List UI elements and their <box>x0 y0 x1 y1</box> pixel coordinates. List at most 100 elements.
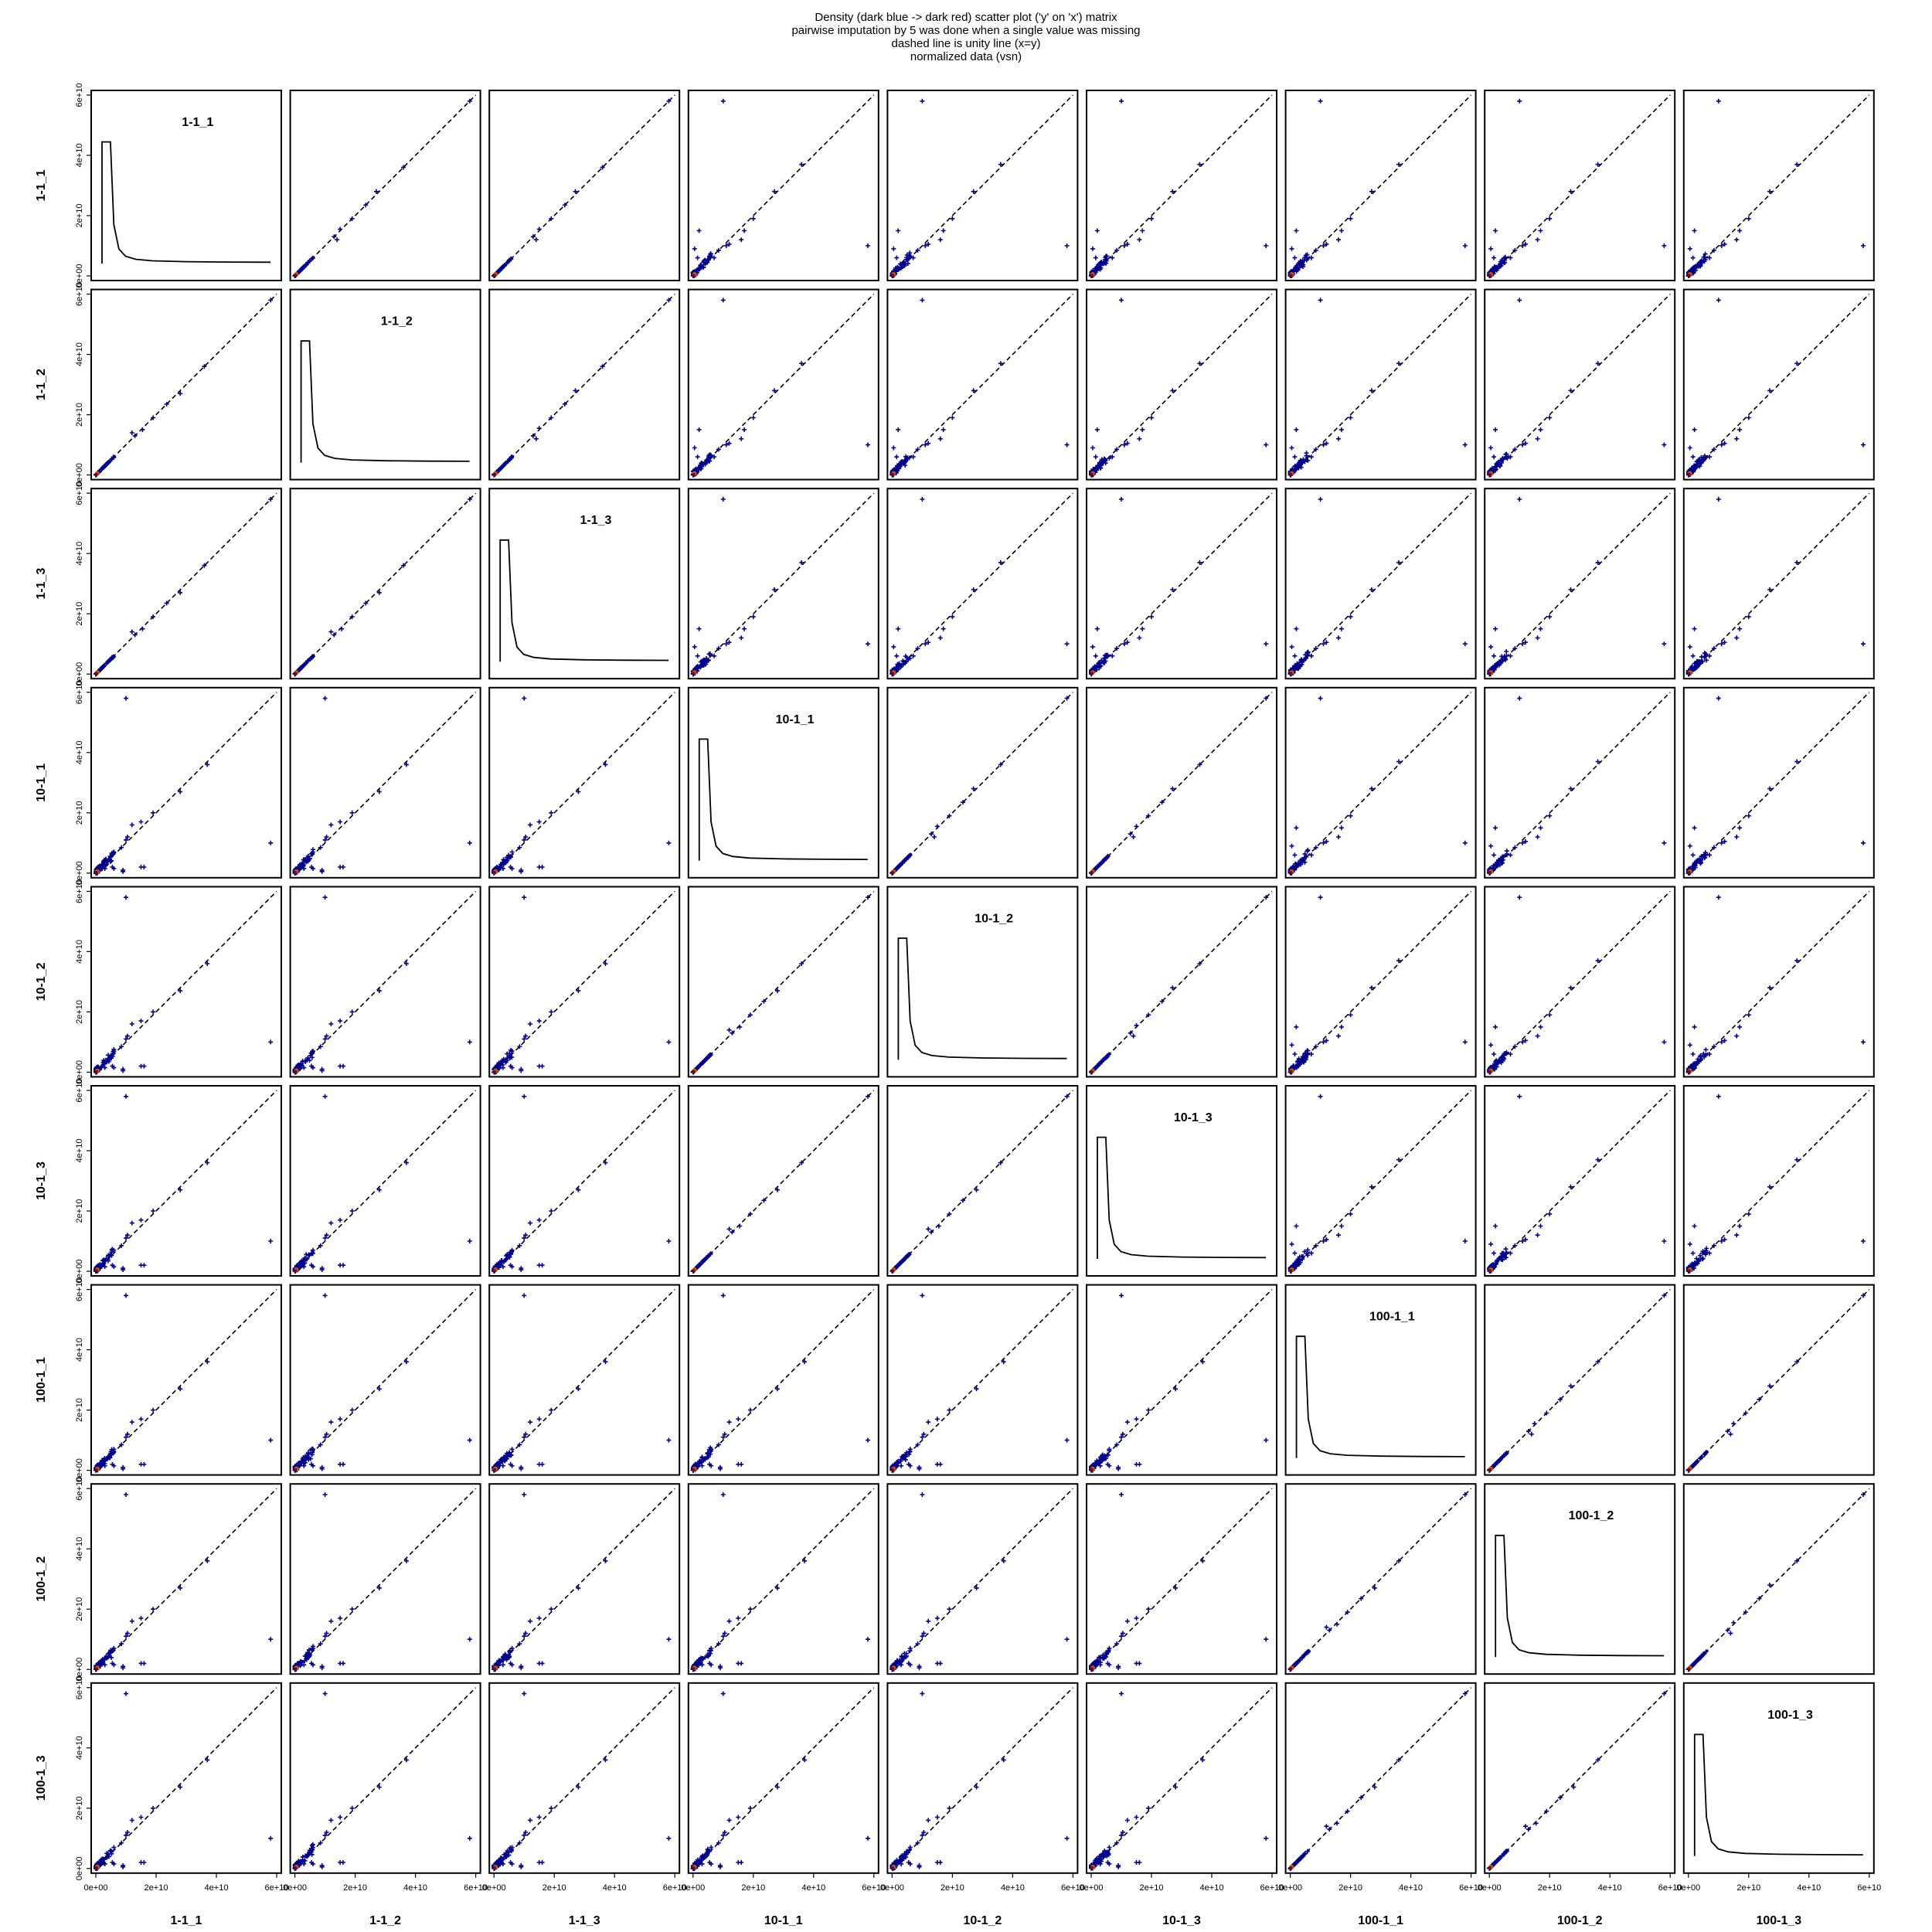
scatter-panel-1-1_2-vs-1-1_1 <box>90 288 282 481</box>
scatter-panel-100-1_1-vs-1-1_2 <box>289 1284 481 1476</box>
data-point <box>1492 653 1497 658</box>
data-point <box>533 436 539 441</box>
scatter-panel-100-1_1-vs-100-1_2 <box>1484 1284 1676 1476</box>
data-point <box>695 454 700 460</box>
panel-frame <box>90 288 282 481</box>
data-point <box>600 165 605 170</box>
density-core-point <box>294 1070 298 1073</box>
density-core-point <box>492 871 496 875</box>
data-point <box>1462 840 1468 845</box>
data-point <box>1098 463 1104 468</box>
data-point <box>322 696 328 701</box>
data-point <box>739 1461 744 1467</box>
data-point <box>349 810 355 815</box>
data-point <box>1369 189 1374 194</box>
data-point <box>1134 824 1139 829</box>
unity-line <box>1488 1289 1671 1471</box>
unity-line <box>493 1090 675 1272</box>
density-core-point <box>1488 1269 1492 1273</box>
data-point <box>723 243 729 248</box>
diagonal-label: 1-1_1 <box>182 116 213 129</box>
data-point <box>1348 1012 1353 1018</box>
panel-frame <box>1484 288 1676 481</box>
scatter-panel-100-1_2-vs-1-1_1 <box>90 1483 282 1675</box>
data-point <box>1716 98 1721 104</box>
data-point <box>1100 261 1106 267</box>
data-point <box>129 430 134 435</box>
data-point <box>141 865 147 869</box>
data-point <box>1692 427 1697 433</box>
data-point <box>907 250 913 256</box>
unity-line <box>1688 1090 1870 1272</box>
scatter-panel-100-1_2-vs-10-1_1 <box>687 1483 879 1675</box>
unity-line <box>1488 692 1671 874</box>
data-point <box>498 466 503 471</box>
data-point <box>332 234 337 240</box>
data-point <box>1535 1033 1540 1039</box>
data-point <box>1305 457 1311 463</box>
data-point <box>1737 1223 1743 1229</box>
data-point <box>1064 1637 1070 1642</box>
scatter-panel-10-1_2-vs-100-1_3 <box>1682 886 1875 1078</box>
data-point <box>268 840 274 845</box>
scatter-panel-10-1_3-vs-100-1_2 <box>1484 1085 1676 1277</box>
data-point <box>1296 465 1301 471</box>
unity-line <box>493 294 675 476</box>
data-point <box>692 246 697 251</box>
data-point <box>1493 427 1498 433</box>
data-point <box>522 696 527 701</box>
data-point <box>1090 645 1095 650</box>
density-curve <box>300 340 470 463</box>
unity-line <box>1090 1488 1273 1670</box>
data-point <box>1121 243 1127 248</box>
data-point <box>1538 228 1543 233</box>
data-point <box>1110 255 1115 260</box>
data-point <box>1093 268 1098 274</box>
diagonal-label: 10-1_2 <box>975 912 1013 925</box>
data-point <box>536 1217 542 1223</box>
density-core-point <box>692 1468 696 1471</box>
data-point <box>536 819 542 825</box>
data-point <box>132 433 138 438</box>
data-point <box>111 455 116 461</box>
data-point <box>666 840 672 845</box>
data-point <box>338 1217 343 1223</box>
data-point <box>467 1039 472 1045</box>
data-point <box>1520 243 1526 248</box>
data-point <box>695 255 700 260</box>
diagonal-label: 1-1_3 <box>580 514 611 527</box>
panel-frame <box>1086 90 1277 281</box>
unity-line <box>1290 492 1472 675</box>
density-core-point <box>94 1070 98 1073</box>
data-point <box>726 1420 732 1425</box>
scatter-panel-1-1_1-vs-1-1_2 <box>289 90 481 281</box>
data-point <box>549 216 554 221</box>
data-point <box>549 1209 554 1213</box>
data-point <box>926 242 931 247</box>
data-point <box>1119 298 1124 303</box>
scatter-panel-1-1_3-vs-1-1_1 <box>90 488 282 680</box>
data-point <box>1734 237 1740 243</box>
density-core-point <box>692 274 696 277</box>
scatter-panel-1-1_2-vs-10-1_3 <box>1086 288 1277 481</box>
data-point <box>750 216 756 221</box>
data-point <box>704 457 709 463</box>
data-point <box>902 461 906 465</box>
data-point <box>1264 243 1269 248</box>
unity-line <box>1090 492 1273 675</box>
data-point <box>322 1293 328 1298</box>
data-point <box>341 1461 345 1467</box>
data-point <box>1716 298 1721 303</box>
panel-frame <box>1284 90 1477 281</box>
unity-line <box>1488 94 1671 277</box>
data-point <box>1308 454 1314 460</box>
scatter-panel-10-1_1-vs-10-1_2 <box>886 686 1079 879</box>
data-point <box>1396 162 1401 167</box>
scatter-panel-100-1_1-vs-10-1_3 <box>1086 1284 1277 1476</box>
data-point <box>341 865 345 869</box>
data-point <box>1702 251 1708 257</box>
data-point <box>694 268 699 274</box>
data-point <box>341 1661 345 1666</box>
data-point <box>1492 852 1497 858</box>
unity-line <box>95 1289 277 1471</box>
